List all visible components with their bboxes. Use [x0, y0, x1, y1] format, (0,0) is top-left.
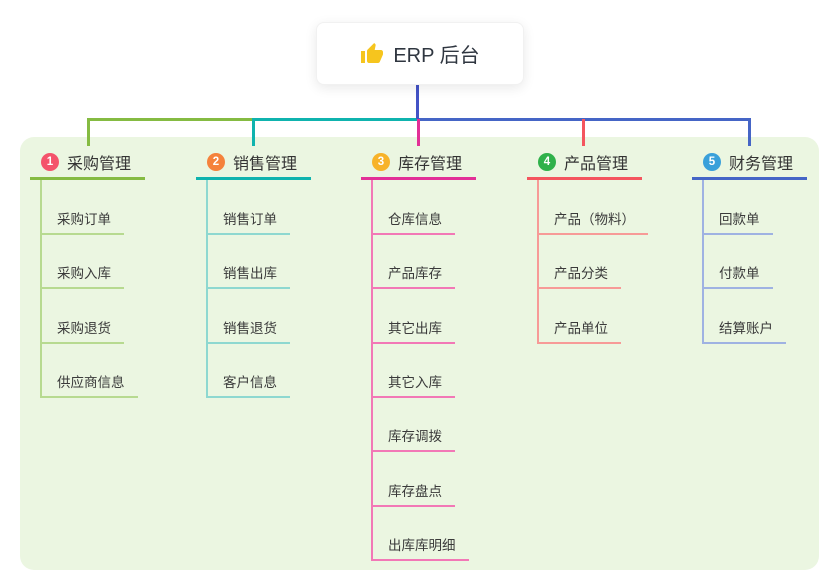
connector-drop	[251, 119, 255, 146]
child-node[interactable]: 采购订单	[40, 203, 124, 235]
branch-title-label: 库存管理	[398, 155, 463, 173]
thumbs-up-icon	[360, 42, 384, 66]
child-node-label: 产品分类	[554, 266, 608, 281]
child-node[interactable]: 付款单	[702, 257, 773, 289]
child-node-label: 付款单	[719, 266, 760, 281]
child-node-label: 采购入库	[57, 266, 111, 281]
child-node[interactable]: 出库库明细	[371, 529, 469, 561]
child-node[interactable]: 采购入库	[40, 257, 124, 289]
child-node-label: 产品单位	[554, 321, 608, 336]
child-node[interactable]: 结算账户	[702, 312, 786, 344]
branch-title-label: 财务管理	[729, 155, 794, 173]
child-node[interactable]: 销售订单	[206, 203, 290, 235]
connector-drop	[86, 119, 90, 146]
child-node[interactable]: 销售退货	[206, 312, 290, 344]
connector-drop	[747, 119, 751, 146]
child-node-label: 销售订单	[223, 212, 277, 227]
branch-title-label: 销售管理	[233, 155, 298, 173]
child-node-label: 采购订单	[57, 212, 111, 227]
child-node[interactable]: 其它入库	[371, 366, 455, 398]
child-node-label: 销售出库	[223, 266, 277, 281]
child-node-label: 结算账户	[719, 321, 773, 336]
branch-node-4[interactable]: 4 产品管理	[527, 146, 643, 180]
branch-number-badge: 2	[207, 152, 225, 171]
child-node-label: 产品（物料）	[554, 212, 635, 227]
child-node[interactable]: 其它出库	[371, 312, 455, 344]
branch-node-2[interactable]: 2 销售管理	[196, 146, 312, 180]
child-node-label: 其它入库	[388, 375, 442, 390]
child-node-label: 回款单	[719, 212, 760, 227]
branch-number-badge: 5	[703, 152, 721, 171]
branch-number-badge: 3	[372, 152, 390, 171]
child-node[interactable]: 客户信息	[206, 366, 290, 398]
connector-drop	[416, 119, 420, 146]
child-node[interactable]: 产品（物料）	[537, 203, 648, 235]
child-node[interactable]: 回款单	[702, 203, 773, 235]
root-title: ERP 后台	[393, 45, 480, 67]
child-node-label: 采购退货	[57, 321, 111, 336]
connector-child-spine	[702, 179, 704, 342]
child-node[interactable]: 仓库信息	[371, 203, 455, 235]
branch-number-badge: 4	[538, 152, 556, 171]
child-node-label: 客户信息	[223, 375, 277, 390]
child-node-label: 库存调拨	[388, 429, 442, 444]
child-node[interactable]: 产品单位	[537, 312, 621, 344]
child-node[interactable]: 产品库存	[371, 257, 455, 289]
connector-child-spine	[371, 179, 373, 559]
connector-bus-segment	[86, 118, 255, 121]
child-node-label: 库存盘点	[388, 484, 442, 499]
branch-title-label: 采购管理	[67, 155, 132, 173]
child-node[interactable]: 供应商信息	[40, 366, 138, 398]
branch-number-badge: 1	[41, 152, 59, 171]
connector-drop	[581, 119, 585, 146]
branch-node-3[interactable]: 3 库存管理	[361, 146, 477, 180]
child-node[interactable]: 库存调拨	[371, 420, 455, 452]
child-node[interactable]: 库存盘点	[371, 475, 455, 507]
branch-title-label: 产品管理	[564, 155, 629, 173]
branch-node-1[interactable]: 1 采购管理	[30, 146, 146, 180]
child-node-label: 出库库明细	[388, 538, 456, 553]
connector-root	[415, 84, 419, 119]
connector-child-spine	[537, 179, 539, 342]
branch-node-5[interactable]: 5 财务管理	[692, 146, 808, 180]
root-node[interactable]: ERP 后台	[316, 22, 524, 85]
child-node[interactable]: 销售出库	[206, 257, 290, 289]
child-node-label: 其它出库	[388, 321, 442, 336]
branches-panel	[20, 137, 819, 570]
child-node-label: 供应商信息	[57, 375, 125, 390]
child-node[interactable]: 采购退货	[40, 312, 124, 344]
child-node-label: 仓库信息	[388, 212, 442, 227]
child-node-label: 销售退货	[223, 321, 277, 336]
connector-bus-segment	[251, 118, 420, 121]
child-node[interactable]: 产品分类	[537, 257, 621, 289]
child-node-label: 产品库存	[388, 266, 442, 281]
